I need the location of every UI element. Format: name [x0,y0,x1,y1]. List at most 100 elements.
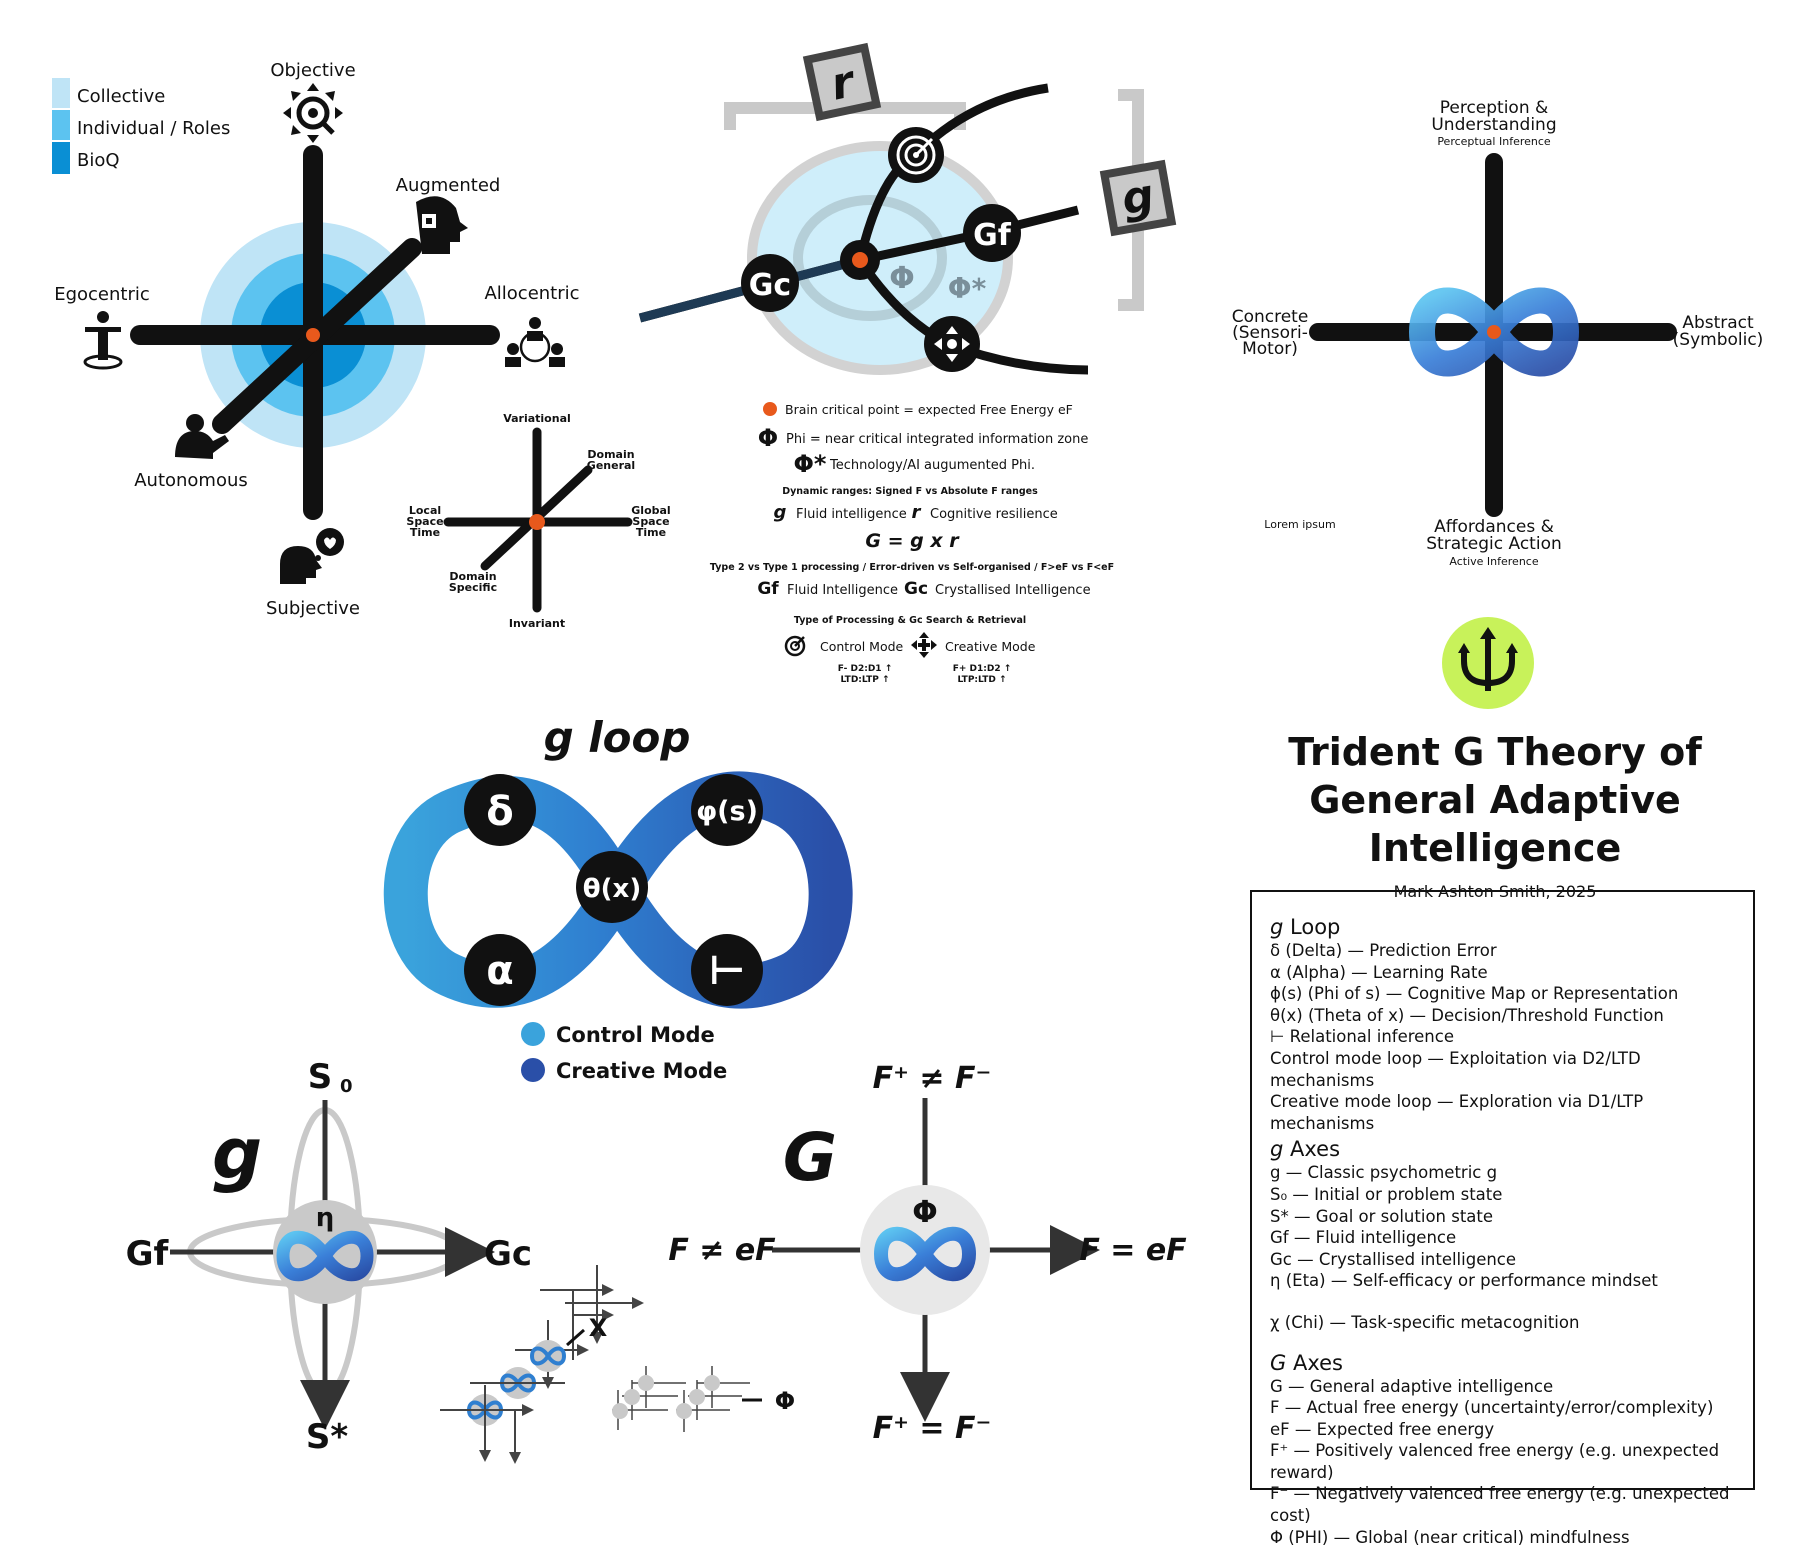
legend-bioq: BioQ [77,150,120,171]
label-global-1: Global [631,504,670,517]
legend-item: δ (Delta) — Prediction Error [1270,941,1497,960]
legend-dot-creative [521,1058,545,1082]
chi-node-3 [529,1340,567,1372]
legend-gc-text: Crystallised Intelligence [935,583,1091,598]
svg-text:⊢: ⊢ [709,948,746,994]
control-mode-icon [784,635,806,657]
legend-critical-point: Brain critical point = expected Free Ene… [785,402,1073,417]
panel-social-axes: Collective Individual / Roles BioQ Objec… [52,60,580,619]
legend-phi-star-symbol: Φ* [794,450,827,478]
control-sub-2: LTD:LTP ↑ [840,675,889,685]
legend-g-text: Fluid intelligence [796,507,907,522]
augmented-icon [416,196,468,254]
legend-head-gloop: g Loop [1270,915,1341,939]
label-strategic-action: Strategic Action [1426,534,1562,554]
node-phi-s [691,774,763,846]
legend-creative-label: Creative Mode [556,1059,727,1083]
legend-dot-control [521,1022,545,1046]
panel-perception-axes: Perception & Understanding Perceptual In… [1232,98,1764,568]
legend-gf-text: Fluid Intelligence [787,583,898,598]
node-theta [576,851,648,923]
legend-type2: Type 2 vs Type 1 processing / Error-driv… [710,562,1114,573]
svg-text:θ(x): θ(x) [583,874,641,904]
G-axes-infinity-icon [873,1226,977,1282]
legend-head-Gaxes: G Axes [1270,1350,1343,1375]
legend-r-symbol: r [912,502,922,523]
node-delta [464,774,536,846]
label-lorem: Lorem ipsum [1264,518,1335,531]
G-axes-left: F ≠ eF [668,1233,776,1268]
label-domain-specific-1: Domain [449,570,496,583]
legend-item: Gf — Fluid intelligence [1270,1228,1457,1248]
legend-item: Control mode loop — Exploitation via D2/… [1270,1048,1641,1090]
legend-swatch-collective [52,78,70,108]
svg-text:Gc: Gc [749,268,791,303]
legend-item: F — Actual free energy (uncertainty/erro… [1270,1398,1714,1418]
label-variational: Variational [503,412,571,425]
label-domain-general-1: Domain [587,448,634,461]
g-axes-s0-sub: 0 [340,1076,353,1097]
g-axes-gf: Gf [126,1234,170,1274]
legend-collective: Collective [77,86,165,107]
label-autonomous: Autonomous [134,470,248,491]
legend-r-text: Cognitive resilience [930,507,1058,522]
legend-item: S* — Goal or solution state [1270,1206,1494,1226]
legend-phi-text: Phi = near critical integrated informati… [786,432,1088,447]
node-alpha [464,934,536,1006]
node-gf [963,204,1021,262]
legend-item: Gc — Crystallised intelligence [1270,1249,1517,1269]
svg-text:α: α [486,948,513,994]
phi-label: Φ [889,261,915,296]
legend-item-chi: χ (Chi) — Task-specific metacognition [1270,1312,1580,1332]
label-egocentric: Egocentric [54,284,150,305]
creative-sub-1: F+ D1:D2 ↑ [953,664,1012,674]
node-gc [741,254,799,312]
g-axes-sstar: S* [306,1417,348,1457]
legend-item: F⁻ — Negatively valenced free energy (e.… [1270,1484,1730,1526]
control-sub-1: F- D2:D1 ↑ [838,664,892,674]
label-invariant: Invariant [509,617,565,630]
label-domain-general-2: General [587,459,635,472]
trident-icon [1442,617,1534,709]
egocentric-icon [83,311,123,370]
legend-gc-symbol: Gc [904,579,928,599]
label-perception: Perception & [1440,98,1549,118]
g-axes-eta: η [316,1203,335,1233]
label-affordances: Affordances & [1434,517,1554,537]
legend-gf-symbol: Gf [757,579,779,599]
legend-item: S₀ — Initial or problem state [1270,1184,1503,1204]
subjective-icon [280,528,344,584]
label-global-2: Space [632,515,669,528]
legend-formula: G = g x r [865,530,960,552]
legend-item: Creative mode loop — Exploration via D1/… [1270,1092,1644,1133]
panel-critical-brain: r g Gc Gf Φ [638,42,1177,685]
perception-center-point [1487,325,1501,339]
panel-g-axes: g η S 0 S* Gf Gc [126,1057,795,1464]
G-axes-title: G [783,1119,837,1196]
autonomous-icon [175,414,229,459]
label-motor: Motor) [1242,339,1298,359]
legend-item: θ(x) (Theta of x) — Decision/Threshold F… [1270,1005,1664,1025]
legend-item: G — General adaptive intelligence [1270,1376,1554,1396]
gloop-title: g loop [544,713,691,762]
variational-center-point [529,514,545,530]
label-local-2: Space [406,515,443,528]
legend-creative-mode: Creative Mode [945,639,1036,654]
legend-item: Φ (PHI) — Global (near critical) mindful… [1270,1527,1630,1547]
legend-item: α (Alpha) — Learning Rate [1270,962,1488,982]
label-local-3: Time [410,526,440,539]
g-axes-infinity-icon [276,1230,374,1282]
allocentric-icon [505,317,565,367]
target-icon [888,127,944,183]
legend-individual: Individual / Roles [77,118,230,139]
brain-inner-ring [793,195,947,321]
svg-text:φ(s): φ(s) [696,796,758,827]
title-line-1: Trident G Theory of [1288,730,1702,774]
G-axes-top: F⁺ ≠ F⁻ [873,1061,992,1096]
label-allocentric: Allocentric [484,283,579,304]
panel-g-loop: g loop δ φ(s) θ(x) α ⊢ Control Mode Crea… [383,713,853,1083]
label-subjective: Subjective [266,598,360,619]
creative-sub-2: LTP:LTD ↑ [957,675,1006,685]
legend-phi-symbol: Φ [758,424,778,452]
label-symbolic: (Symbolic) [1673,330,1764,350]
